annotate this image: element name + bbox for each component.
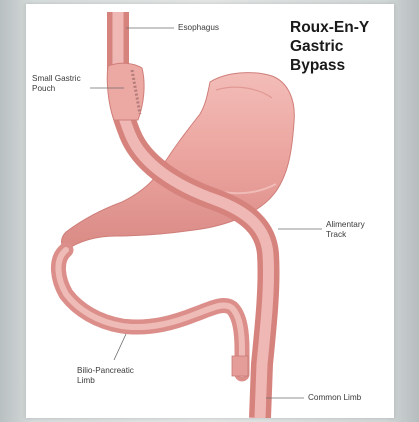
label-esophagus: Esophagus bbox=[178, 23, 219, 33]
title-line-3: Bypass bbox=[290, 56, 369, 75]
diagram-panel: Roux-En-Y Gastric Bypass Esophagus Small… bbox=[26, 4, 394, 418]
label-bilio-pancreatic-limb: Bilio-Pancreatic Limb bbox=[77, 366, 134, 386]
diagram-title: Roux-En-Y Gastric Bypass bbox=[290, 18, 369, 75]
label-small-gastric-pouch: Small Gastric Pouch bbox=[32, 74, 81, 94]
label-alimentary-track: Alimentary Track bbox=[326, 220, 365, 240]
label-common-limb: Common Limb bbox=[308, 393, 361, 403]
title-line-1: Roux-En-Y bbox=[290, 18, 369, 37]
title-line-2: Gastric bbox=[290, 37, 369, 56]
